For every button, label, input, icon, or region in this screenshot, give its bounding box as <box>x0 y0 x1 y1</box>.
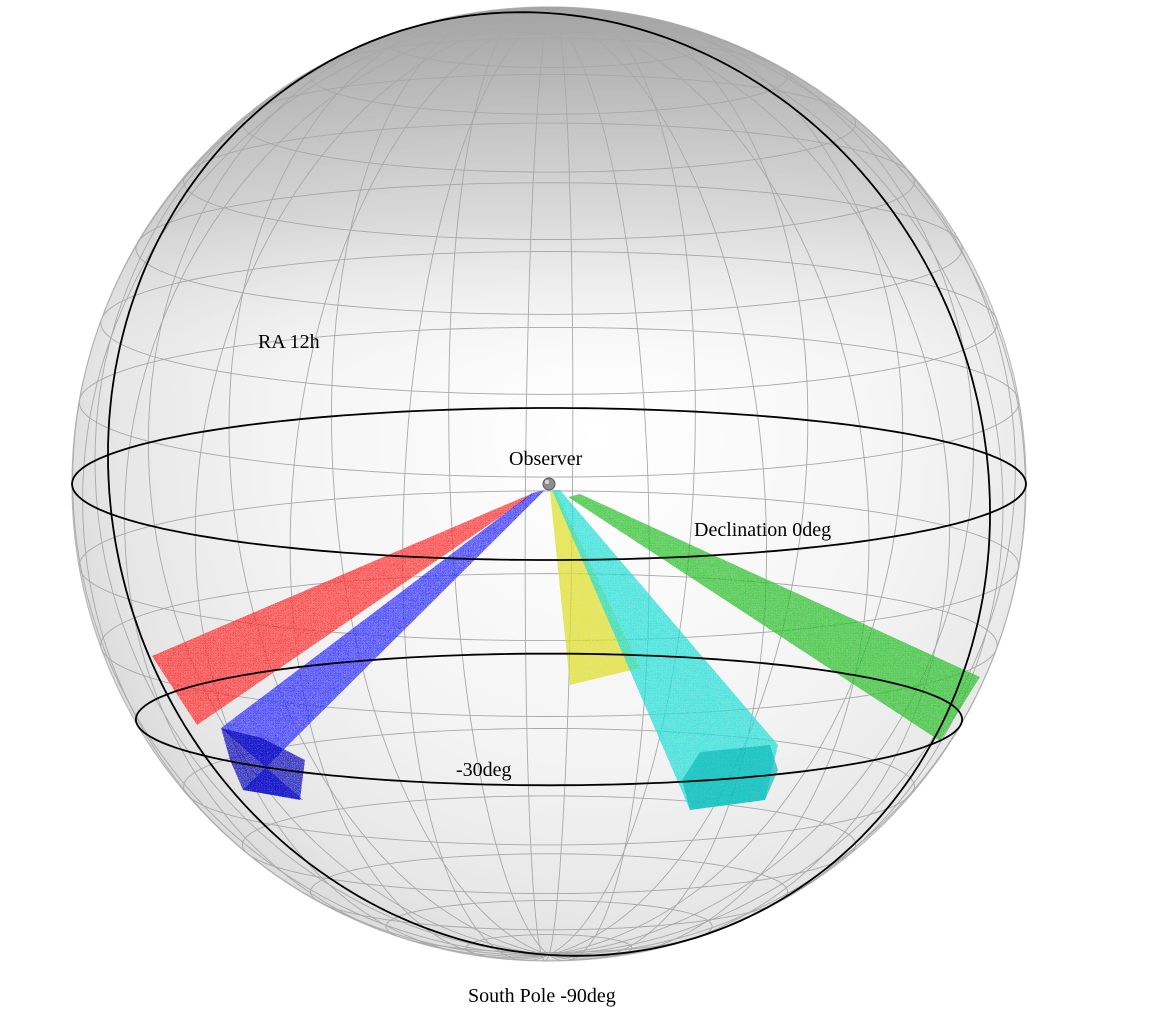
cyan-wedge-dense <box>682 745 778 810</box>
parallel-line <box>465 934 633 961</box>
observer-label: Observer <box>509 448 583 470</box>
observer-dot <box>542 477 556 491</box>
parallel-line <box>241 73 857 173</box>
parallel-line <box>100 573 998 717</box>
declination-minus-30-label: -30deg <box>456 759 512 781</box>
declination-minus-30-circle <box>134 652 964 787</box>
red-wedge <box>152 493 535 725</box>
blue-wedge-dense <box>221 728 305 800</box>
parallel-line <box>241 795 857 895</box>
observer-dot-shine <box>545 480 549 484</box>
parallel-line <box>183 122 915 240</box>
parallel-line <box>310 37 788 115</box>
parallel-line <box>310 853 788 931</box>
cyan-wedge <box>552 490 778 810</box>
parallel-line <box>135 182 963 315</box>
declination-0-label: Declination 0deg <box>694 519 831 541</box>
highlight-circles <box>71 11 1027 957</box>
parallel-line <box>78 490 1020 642</box>
equator-circle <box>71 407 1027 561</box>
blue-wedge <box>221 490 545 800</box>
parallel-line <box>78 326 1020 478</box>
south-pole-label: South Pole -90deg <box>468 985 616 1007</box>
ra-12h-label: RA 12h <box>258 331 320 353</box>
ra-12h-circle <box>107 11 991 957</box>
